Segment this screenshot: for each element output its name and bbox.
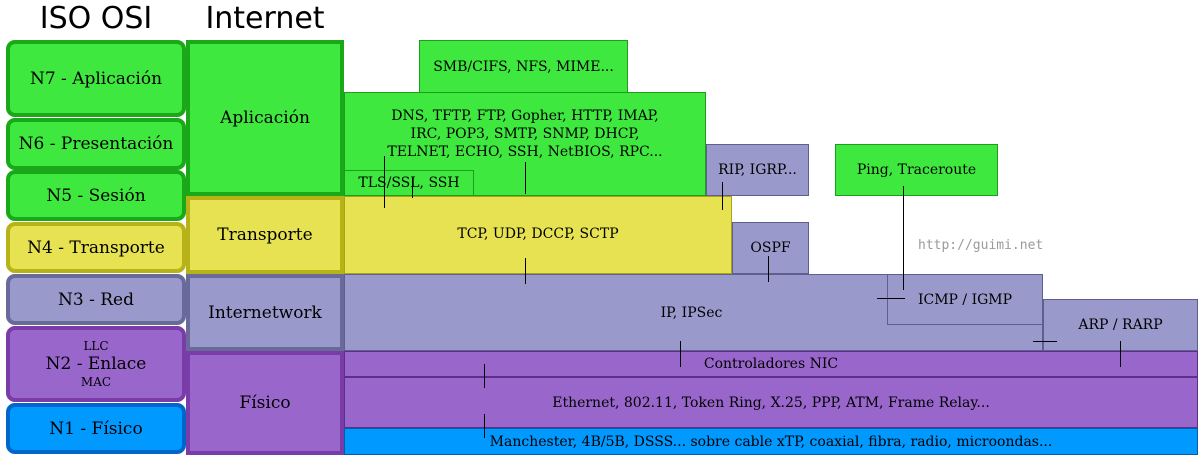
- protocol-physical-media: Manchester, 4B/5B, DSSS... sobre cable x…: [344, 428, 1198, 455]
- protocol-tls-label: TLS/SSL, SSH: [358, 175, 460, 191]
- osi-layer-n2: LLC N2 - Enlace MAC: [6, 326, 186, 402]
- osi-layer-n7-label: N7 - Aplicación: [29, 68, 163, 89]
- internet-layer-transporte: Transporte: [186, 196, 344, 274]
- internet-layer-aplicacion: Aplicación: [186, 40, 344, 196]
- internet-layer-internetwork-label: Internetwork: [208, 302, 322, 323]
- osi-layer-n6: N6 - Presentación: [6, 118, 186, 170]
- protocol-ping-label: Ping, Traceroute: [856, 162, 977, 178]
- protocol-icmp-igmp: ICMP / IGMP: [887, 274, 1043, 325]
- connector-line: [903, 186, 904, 290]
- protocol-nic-label: Controladores NIC: [703, 356, 839, 372]
- protocol-icmp-label: ICMP / IGMP: [917, 291, 1013, 308]
- internet-layer-fisico-label: Físico: [239, 393, 291, 413]
- connector-line: [1033, 341, 1057, 342]
- connector-line: [412, 178, 413, 198]
- connector-line: [484, 364, 485, 388]
- protocol-smb-nfs-mime: SMB/CIFS, NFS, MIME...: [419, 40, 628, 93]
- connector-line: [877, 298, 905, 299]
- osi-layer-n5-label: N5 - Sesión: [46, 185, 146, 206]
- osi-layer-n3-label: N3 - Red: [58, 289, 134, 310]
- protocol-smb-label: SMB/CIFS, NFS, MIME...: [433, 58, 614, 75]
- osi-layer-n2-llc: LLC: [83, 339, 109, 353]
- protocol-ospf: OSPF: [732, 222, 809, 274]
- osi-layer-n2-label: N2 - Enlace: [45, 354, 147, 374]
- protocol-nic-drivers: Controladores NIC: [344, 351, 1198, 377]
- protocol-physical-label: Manchester, 4B/5B, DSSS... sobre cable x…: [489, 433, 1053, 450]
- protocol-rip-igrp: RIP, IGRP...: [706, 144, 809, 196]
- protocol-transport-box: TCP, UDP, DCCP, SCTP: [344, 196, 732, 274]
- osi-layer-n3: N3 - Red: [6, 274, 186, 325]
- connector-line: [484, 414, 485, 438]
- protocol-dns-label: DNS, TFTP, FTP, Gopher, HTTP, IMAP, IRC,…: [387, 108, 663, 160]
- osi-layer-n1: N1 - Físico: [6, 403, 186, 454]
- protocol-ethernet-box: Ethernet, 802.11, Token Ring, X.25, PPP,…: [344, 377, 1198, 428]
- osi-layer-n5: N5 - Sesión: [6, 170, 186, 221]
- connector-line: [722, 182, 723, 210]
- connector-line: [680, 341, 681, 367]
- osi-layer-n2-mac: MAC: [80, 375, 112, 389]
- internet-layer-internetwork: Internetwork: [186, 274, 344, 351]
- protocol-tcp-label: TCP, UDP, DCCP, SCTP: [457, 226, 619, 242]
- connector-line: [525, 162, 526, 194]
- protocol-ospf-label: OSPF: [750, 240, 791, 256]
- osi-header: ISO OSI: [39, 1, 153, 36]
- protocol-rip-label: RIP, IGRP...: [718, 162, 797, 178]
- internet-layer-aplicacion-label: Aplicación: [220, 108, 310, 128]
- osi-layer-n6-label: N6 - Presentación: [18, 134, 174, 154]
- internet-layer-fisico: Físico: [186, 351, 344, 455]
- watermark-url: http://guimi.net: [918, 238, 1044, 253]
- protocol-tls-ssh: TLS/SSL, SSH: [344, 170, 474, 196]
- connector-line: [768, 256, 769, 282]
- internet-layer-transporte-label: Transporte: [217, 225, 313, 245]
- protocol-arp-label: ARP / RARP: [1078, 317, 1163, 333]
- internet-header: Internet: [205, 1, 325, 36]
- protocol-ping-traceroute: Ping, Traceroute: [835, 144, 998, 196]
- protocol-ip-label: IP, IPSec: [660, 304, 723, 321]
- osi-layer-n4: N4 - Transporte: [6, 222, 186, 273]
- connector-line: [1120, 341, 1121, 367]
- osi-layer-n4-label: N4 - Transporte: [27, 237, 165, 258]
- osi-layer-n1-label: N1 - Físico: [49, 418, 143, 439]
- connector-line: [384, 156, 385, 208]
- protocol-ethernet-label: Ethernet, 802.11, Token Ring, X.25, PPP,…: [552, 394, 990, 411]
- connector-line: [525, 258, 526, 284]
- osi-layer-n7: N7 - Aplicación: [6, 40, 186, 117]
